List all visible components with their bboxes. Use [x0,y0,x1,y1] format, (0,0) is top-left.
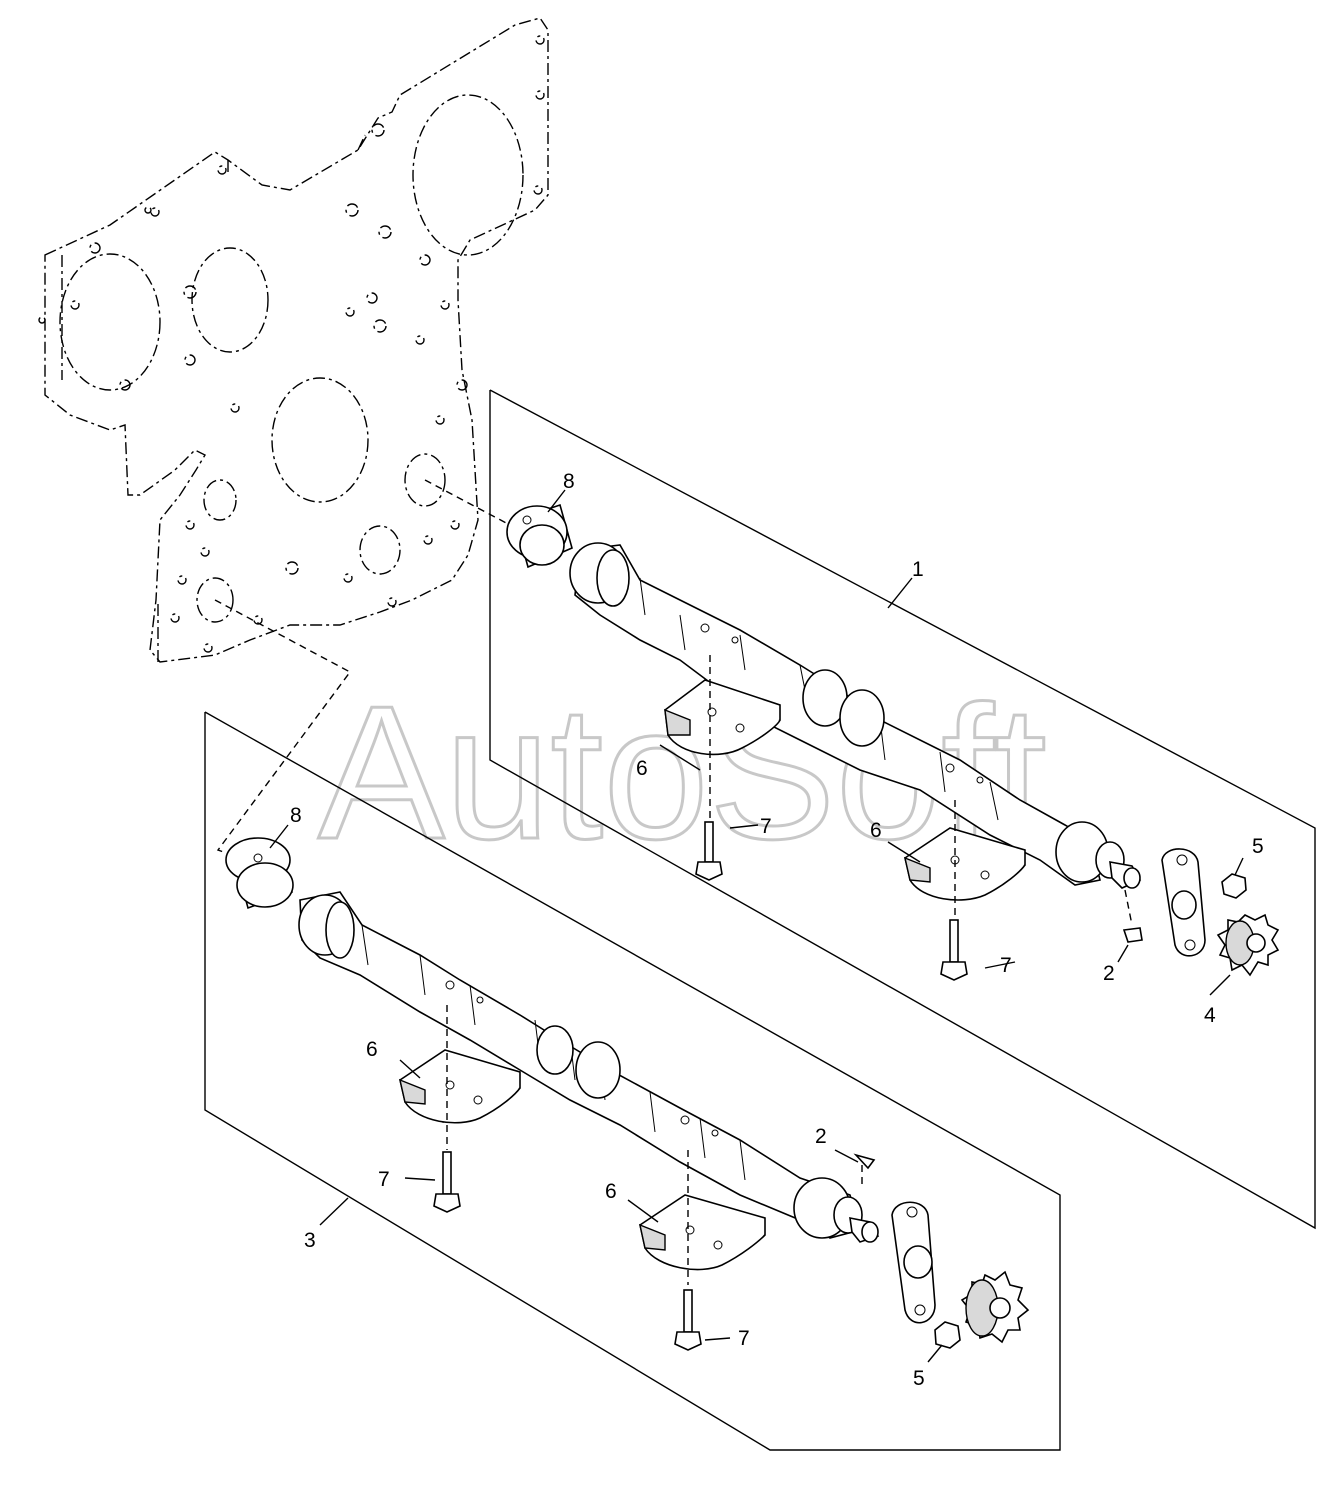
assembly-3-frame [204,711,1061,1451]
key-upper [1122,927,1143,943]
key-upper-centerline [1124,889,1133,926]
callout-8-upper: 8 [563,470,575,493]
bushing-upper-centerline [424,479,511,526]
callout-5-lower: 5 [913,1367,925,1390]
bolt-upper-left [695,821,723,881]
callout-7-upper-left: 7 [760,815,772,838]
bearing-cap-upper-right [904,827,1026,901]
lower-balancer-shaft [225,837,880,1243]
callout-6-lower-left: 6 [366,1038,378,1061]
callout-7-lower-right: 7 [738,1327,750,1350]
callout-4: 4 [1204,1004,1216,1027]
callout-2-lower: 2 [815,1125,827,1148]
assembly-1-frame [489,389,1316,1230]
callout-5-upper: 5 [1252,835,1264,858]
callout-1: 1 [912,558,924,581]
bushing-lower [225,837,294,910]
callout-6-lower-right: 6 [605,1180,617,1203]
callout-7-upper-right: 7 [1000,954,1012,977]
bearing-cap-lower-left [399,1049,521,1124]
key-lower [853,1153,876,1170]
bolt-lower-left [433,1151,461,1213]
bushing-upper [506,503,573,569]
bolt-lower-right [674,1289,702,1351]
callout-7-lower-left: 7 [378,1168,390,1191]
engine-front-plate [38,17,549,663]
leader-lines [269,489,1244,1363]
callout-6-upper-right: 6 [870,819,882,842]
bolt-upper-right [940,919,968,981]
bearing-cap-upper-left [664,679,781,756]
callout-2-upper: 2 [1103,962,1115,985]
bearing-cap-lower-right [639,1194,766,1271]
callout-6-upper-left: 6 [636,757,648,780]
callout-3: 3 [304,1229,316,1252]
screw-lower [934,1321,961,1349]
thrust-plate-lower [891,1201,936,1324]
gear-lower [960,1270,1030,1344]
gear-upper [1216,913,1280,977]
upper-balancer-shaft [506,503,1142,889]
callout-8-lower: 8 [290,804,302,827]
thrust-plate-upper [1161,848,1206,957]
screw-upper [1221,873,1247,899]
